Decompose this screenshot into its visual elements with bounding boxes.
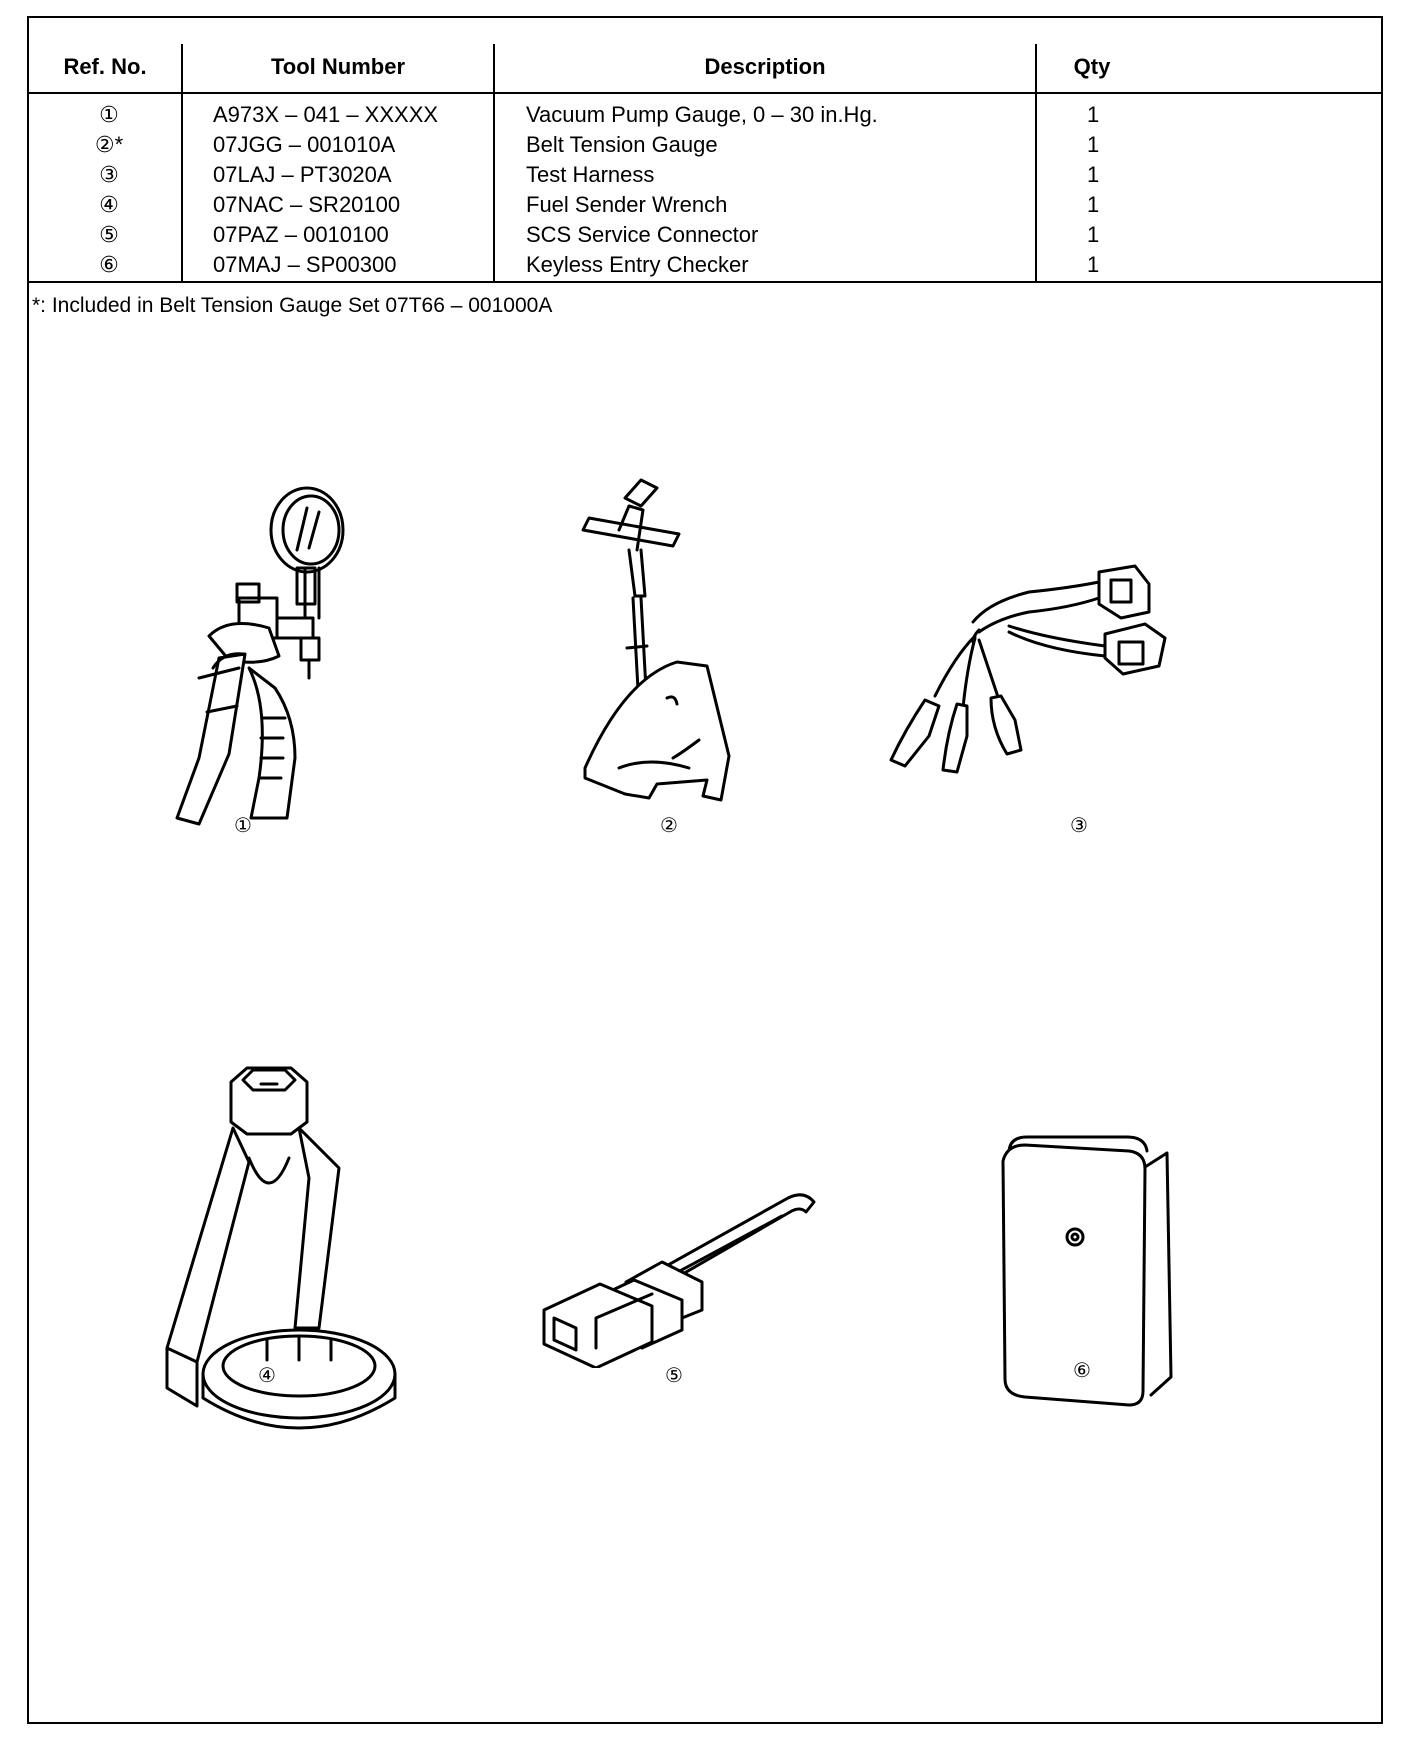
tool-number-cell: 07PAZ – 0010100 <box>213 222 389 247</box>
description-cell: Belt Tension Gauge <box>526 132 718 157</box>
figure-label: ④ <box>258 1365 276 1387</box>
test-harness-icon <box>889 564 1167 774</box>
tool-number-cell: A973X – 041 – XXXXX <box>213 102 439 127</box>
fuel-sender-wrench-icon <box>165 1066 397 1430</box>
figure-label: ① <box>234 815 252 837</box>
qty-cell: 1 <box>1087 162 1100 187</box>
figure-label: ② <box>660 815 678 837</box>
page-frame: Ref. No. Tool Number Description Qty ① A… <box>27 16 1383 1724</box>
ref-cell: ⑥ <box>99 252 119 277</box>
qty-cell: 1 <box>1087 222 1100 247</box>
tools-table: Ref. No. Tool Number Description Qty ① A… <box>29 18 1381 283</box>
scs-service-connector-icon <box>542 1193 816 1368</box>
ref-cell: ④ <box>99 192 119 217</box>
header-ref-no: Ref. No. <box>63 54 147 79</box>
header-description: Description <box>704 54 826 79</box>
ref-cell: ⑤ <box>99 222 119 247</box>
qty-cell: 1 <box>1087 132 1100 157</box>
ref-cell: ②* <box>94 132 124 157</box>
description-cell: SCS Service Connector <box>526 222 759 247</box>
tool-number-cell: 07MAJ – SP00300 <box>213 252 397 277</box>
figure-label: ⑤ <box>665 1365 683 1387</box>
qty-cell: 1 <box>1087 192 1100 217</box>
qty-cell: 1 <box>1087 102 1100 127</box>
column-divider <box>181 44 183 281</box>
ref-cell: ③ <box>99 162 119 187</box>
figure-label: ③ <box>1070 815 1088 837</box>
belt-tension-gauge-icon <box>581 478 731 802</box>
header-rule <box>29 92 1381 94</box>
column-divider <box>493 44 495 281</box>
ref-cell: ① <box>99 102 119 127</box>
description-cell: Fuel Sender Wrench <box>526 192 728 217</box>
description-cell: Keyless Entry Checker <box>526 252 749 277</box>
keyless-entry-checker-icon <box>1001 1135 1173 1407</box>
description-cell: Test Harness <box>526 162 655 187</box>
tool-number-cell: 07NAC – SR20100 <box>213 192 401 217</box>
header-tool-number: Tool Number <box>270 54 406 79</box>
vacuum-pump-gauge-icon <box>175 486 345 826</box>
tool-number-cell: 07JGG – 001010A <box>213 132 396 157</box>
qty-cell: 1 <box>1087 252 1100 277</box>
header-qty: Qty <box>1073 54 1111 79</box>
tool-number-cell: 07LAJ – PT3020A <box>213 162 392 187</box>
table-bottom-rule <box>29 281 1381 283</box>
column-divider <box>1035 44 1037 281</box>
figure-label: ⑥ <box>1073 1360 1091 1382</box>
description-cell: Vacuum Pump Gauge, 0 – 30 in.Hg. <box>526 102 878 127</box>
footnote: *: Included in Belt Tension Gauge Set 07… <box>32 294 553 317</box>
